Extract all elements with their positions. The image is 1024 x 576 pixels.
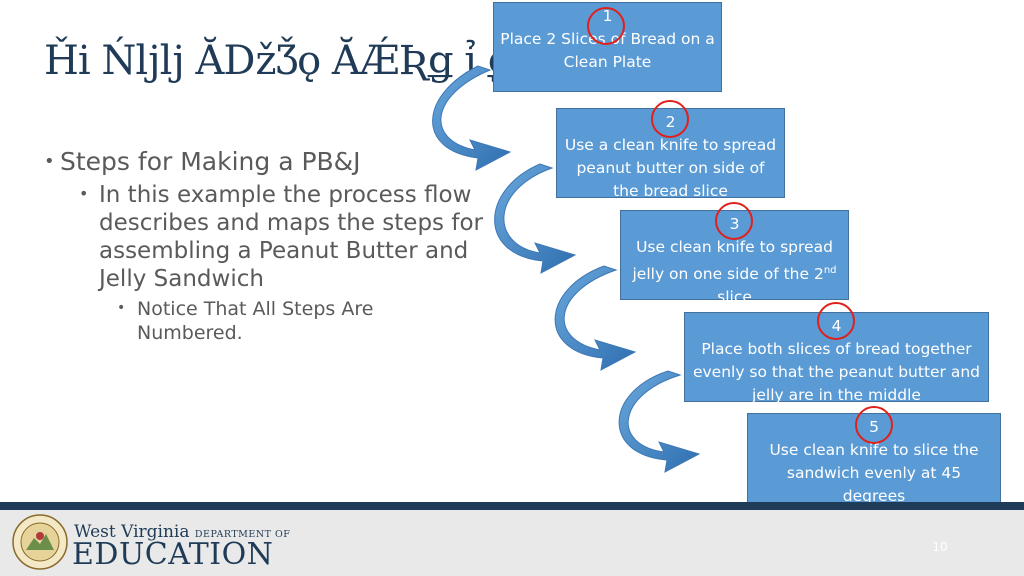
step-circle-5 bbox=[855, 406, 893, 444]
footer-band bbox=[0, 502, 1024, 510]
step-text-3-end: slice bbox=[717, 288, 752, 307]
step-text-4: Place both slices of bread together even… bbox=[692, 340, 981, 404]
step-circle-2 bbox=[651, 100, 689, 138]
step-text-5: Use clean knife to slice the sandwich ev… bbox=[769, 441, 979, 505]
step-circle-4 bbox=[817, 302, 855, 340]
step-box-2: 2 Use a clean knife to spread peanut but… bbox=[556, 108, 785, 200]
state-seal-icon bbox=[12, 514, 68, 570]
step-text-3-main: Use clean knife to spread jelly on one s… bbox=[632, 238, 833, 284]
bullet-level3: Notice That All Steps Are Numbered. bbox=[117, 296, 484, 345]
logo-line2: EDUCATION bbox=[72, 537, 274, 572]
bullet-level1: Steps for Making a PB&J bbox=[44, 146, 484, 177]
footer bbox=[0, 510, 1024, 576]
slide-title: Ȟi Ńǉǉ ĂǅǮǫ ĂǼƦǥ ỉ ǥĿ bbox=[44, 38, 539, 84]
step-text-3-sup: nd bbox=[823, 265, 837, 276]
bullet-list: Steps for Making a PB&J In this example … bbox=[44, 146, 484, 345]
bullet-level2: In this example the process flow describ… bbox=[79, 180, 484, 293]
logo-line1-text: West Virginia bbox=[74, 522, 190, 542]
step-text-2: Use a clean knife to spread peanut butte… bbox=[564, 136, 777, 200]
step-text-3: Use clean knife to spread jelly on one s… bbox=[621, 236, 848, 309]
logo-line1: West Virginia DEPARTMENT OF bbox=[74, 522, 290, 542]
step-circle-1 bbox=[587, 7, 625, 45]
page-number: 10 bbox=[932, 540, 948, 554]
step-circle-3 bbox=[715, 202, 753, 240]
logo-dept: DEPARTMENT OF bbox=[194, 529, 291, 540]
